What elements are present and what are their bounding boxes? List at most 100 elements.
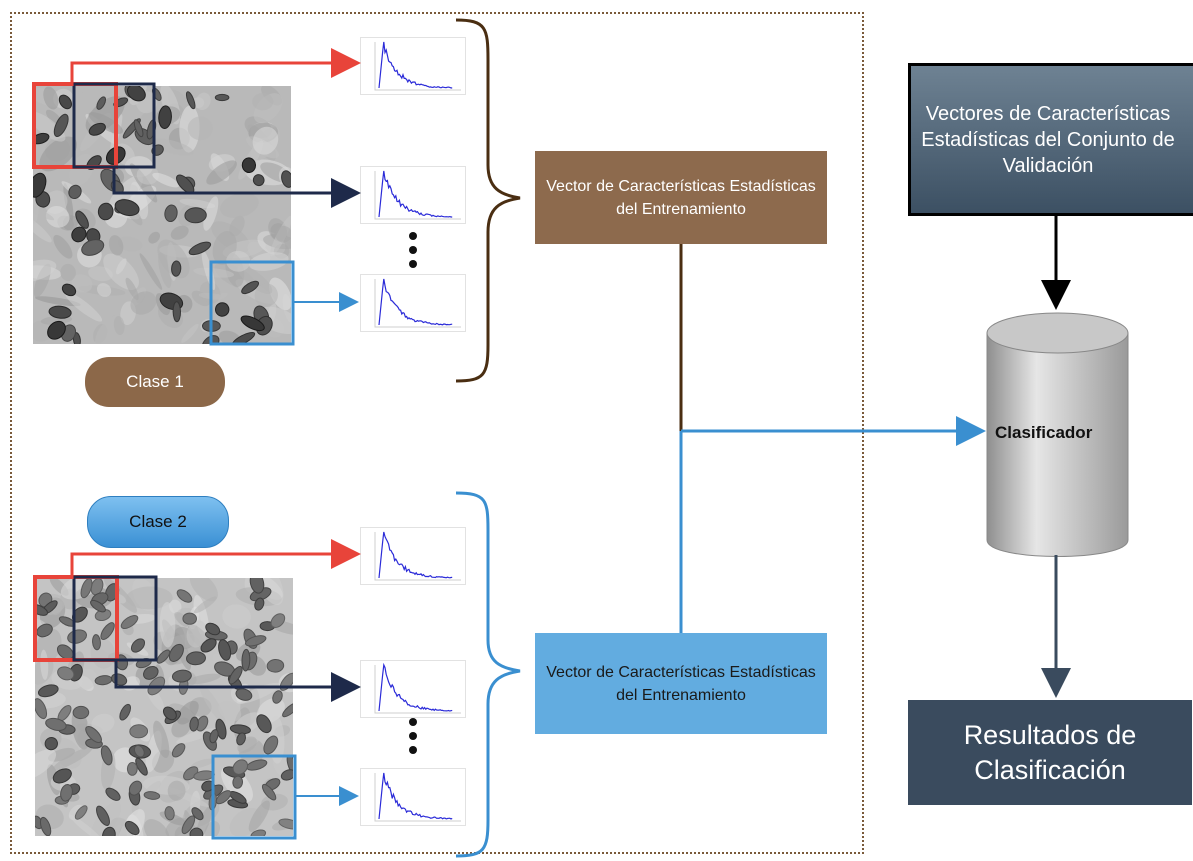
cell-nucleus — [162, 706, 177, 721]
tissue-texture — [125, 277, 139, 301]
class-1-badge: Clase 1 — [85, 357, 225, 407]
tissue-texture — [153, 720, 170, 759]
arrow-red-c2 — [70, 539, 361, 579]
cell-nucleus — [44, 736, 58, 751]
patch-red-c2 — [33, 575, 119, 662]
tissue-texture — [52, 746, 93, 771]
cell-nucleus — [189, 827, 204, 836]
tissue-texture — [152, 172, 180, 188]
histogram-curve — [378, 531, 453, 579]
tissue-texture — [40, 649, 49, 680]
tissue-texture — [275, 225, 291, 243]
tissue-texture — [195, 92, 211, 111]
cell-nucleus — [254, 597, 265, 611]
training-panel-frame — [10, 12, 864, 854]
histogram-axis — [374, 42, 461, 91]
tissue-texture — [33, 215, 52, 243]
tissue-texture — [64, 291, 103, 322]
cell-nucleus — [236, 732, 246, 746]
cell-nucleus — [182, 612, 197, 625]
cell-nucleus — [261, 783, 277, 801]
tissue-texture — [186, 620, 208, 648]
tissue-texture — [43, 86, 59, 110]
patch-blue-c2 — [211, 754, 297, 840]
cell-nucleus — [228, 665, 243, 685]
cell-nucleus — [189, 716, 199, 732]
cell-nucleus — [114, 199, 140, 217]
tissue-texture — [179, 198, 216, 209]
cell-nucleus — [256, 714, 272, 734]
cell-nucleus — [126, 761, 138, 776]
histogram-c1-c — [360, 274, 466, 332]
histogram-curve — [378, 772, 453, 820]
cell-nucleus — [186, 651, 206, 666]
cell-nucleus — [133, 744, 145, 758]
tissue-texture — [157, 239, 190, 279]
cell-nucleus — [215, 790, 232, 805]
cell-nucleus — [176, 589, 193, 603]
tissue-texture — [130, 291, 157, 315]
cell-nucleus — [39, 816, 52, 836]
cell-nucleus — [191, 807, 204, 821]
cell-nucleus — [45, 717, 67, 731]
tissue-texture — [222, 604, 251, 629]
tissue-texture — [196, 674, 238, 689]
cell-nucleus — [205, 622, 221, 636]
cell-nucleus — [37, 684, 59, 698]
tissue-texture — [252, 92, 274, 111]
tissue-texture — [248, 800, 270, 832]
tissue-texture — [35, 296, 81, 307]
cell-nucleus — [244, 635, 267, 647]
classifier-label: Clasificador — [995, 423, 1093, 442]
tissue-texture — [203, 196, 219, 231]
brace-class-1 — [455, 18, 521, 383]
cell-nucleus — [105, 787, 121, 801]
cell-nucleus — [48, 305, 72, 319]
cell-nucleus — [282, 702, 293, 718]
tissue-texture — [148, 231, 161, 244]
cell-nucleus — [188, 241, 212, 256]
class-2-badge: Clase 2 — [87, 496, 229, 548]
tissue-texture — [33, 199, 55, 221]
cell-nucleus — [218, 639, 232, 661]
cell-nucleus — [171, 260, 182, 277]
cell-nucleus — [100, 622, 115, 641]
tissue-texture — [170, 225, 189, 240]
cell-nucleus — [240, 315, 265, 332]
cell-nucleus — [81, 239, 105, 256]
tissue-texture — [69, 814, 104, 836]
tissue-texture — [60, 263, 76, 282]
cell-nucleus — [68, 184, 82, 200]
cell-nucleus — [47, 320, 66, 340]
cell-nucleus — [250, 829, 267, 836]
cell-nucleus — [241, 280, 260, 295]
histogram-axis — [374, 665, 461, 714]
histogram-axis — [374, 532, 461, 581]
cell-nucleus — [164, 806, 175, 821]
histogram-curve — [378, 170, 453, 218]
cell-nucleus — [200, 638, 217, 653]
cell-nucleus — [72, 705, 90, 720]
tissue-texture — [191, 758, 214, 769]
cell-nucleus — [88, 122, 106, 136]
cell-nucleus — [130, 638, 146, 653]
cell-nucleus — [71, 226, 87, 243]
tissue-texture — [252, 126, 279, 155]
tissue-texture — [126, 586, 173, 610]
arrow-navy-c2 — [114, 660, 361, 702]
tissue-texture — [78, 86, 107, 97]
histogram-axis — [374, 171, 461, 220]
tissue-texture — [254, 283, 278, 308]
cell-nucleus — [120, 615, 139, 629]
training-vector-box-class-2: Vector de Características Estadísticas d… — [535, 633, 827, 734]
training-vector-box-class-1: Vector de Características Estadísticas d… — [535, 151, 827, 244]
cell-nucleus — [33, 132, 50, 145]
tissue-texture — [71, 274, 93, 293]
cell-nucleus — [143, 665, 159, 680]
tissue-texture — [176, 700, 199, 725]
cell-nucleus — [280, 769, 293, 781]
cell-nucleus — [249, 578, 265, 594]
histogram-c2-b — [360, 660, 466, 718]
cell-nucleus — [171, 743, 186, 758]
histogram-axis — [374, 279, 461, 328]
